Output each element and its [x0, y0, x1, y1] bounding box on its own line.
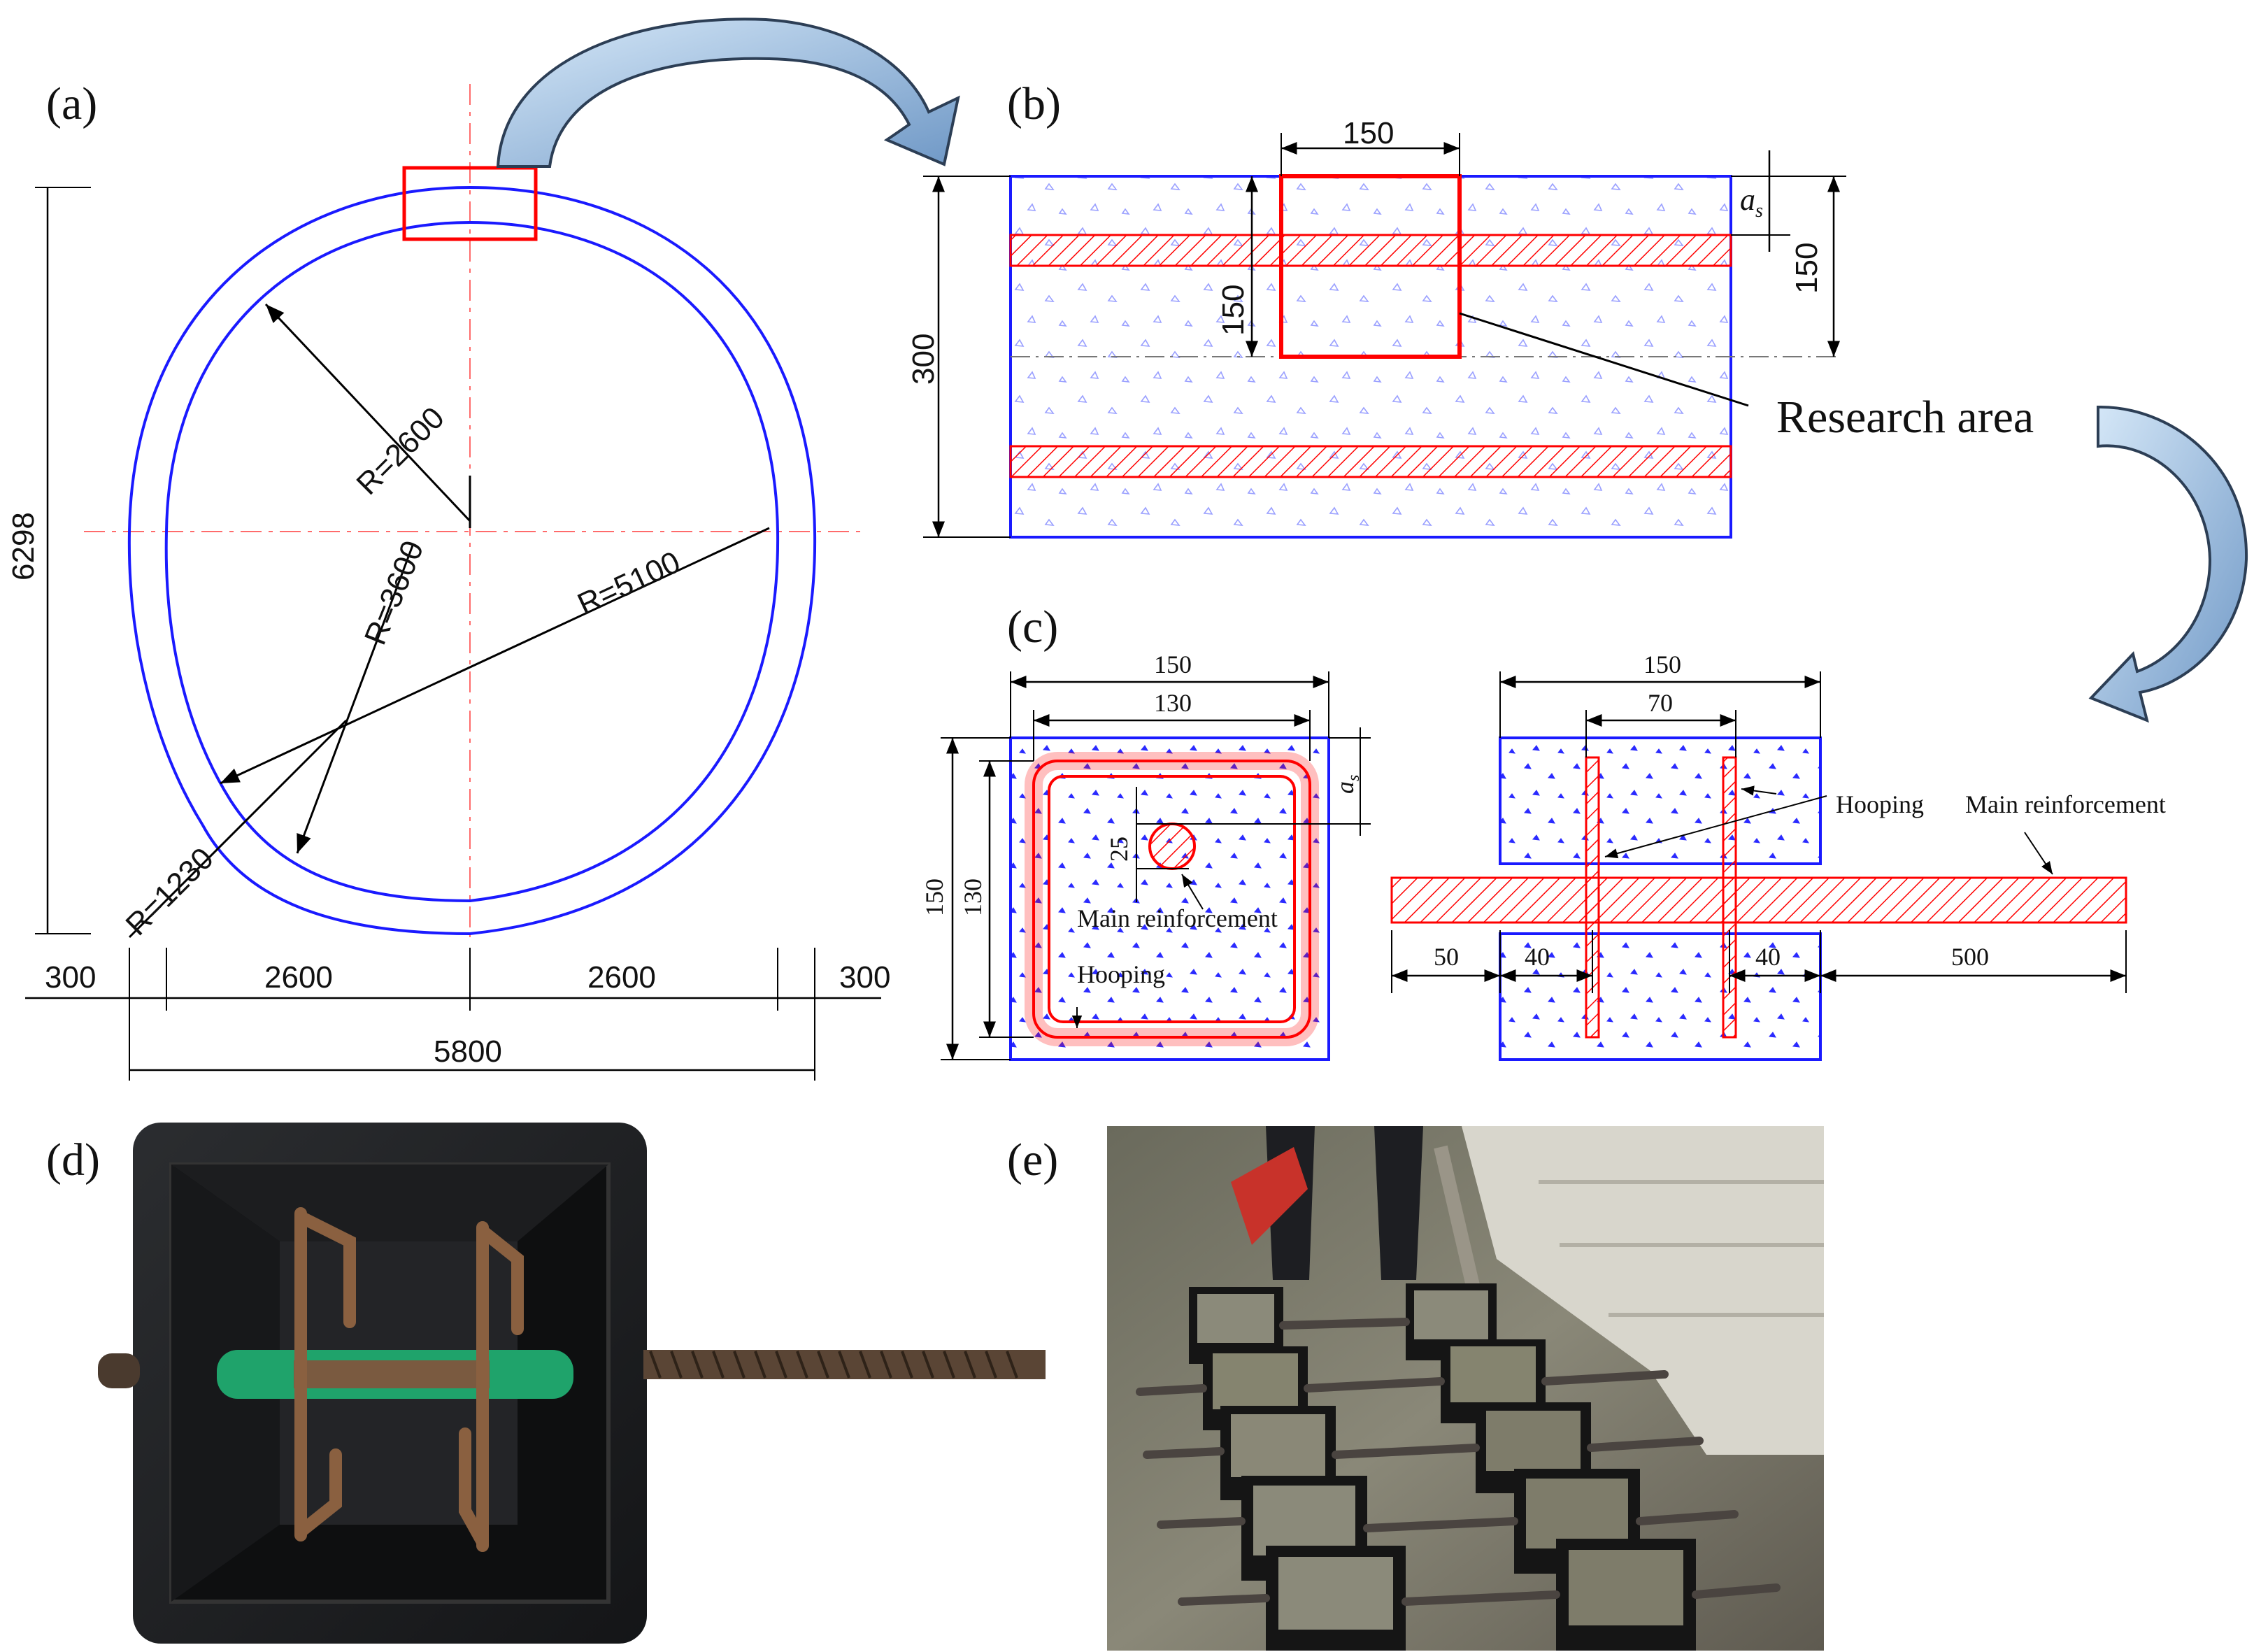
mold-10-fill	[1569, 1550, 1683, 1625]
c-right-gap-label: 40	[1755, 943, 1781, 971]
bottom-reinforcement-band	[1009, 445, 1732, 478]
c-right-main-label: Main reinforcement	[1965, 790, 2166, 818]
c-right-ext-label: 500	[1951, 943, 1989, 971]
c-main-bar-circle	[1148, 823, 1196, 870]
concrete-slabs	[1462, 1126, 1824, 1455]
c-right-width-label: 150	[1643, 650, 1681, 678]
c-left-outer-height-label: 150	[920, 878, 948, 916]
c-bar-dia-label: 25	[1105, 836, 1133, 862]
c-hooping-leader-1	[1741, 785, 1777, 796]
radius-line-2600	[264, 303, 471, 522]
radius-label-3600: R=3600	[358, 536, 431, 649]
c-left-hoop-label: Hooping	[1077, 960, 1165, 988]
c-left-section	[1009, 736, 1330, 1061]
research-area-leader	[1459, 312, 1749, 407]
rebar-ribs	[649, 1351, 1018, 1379]
c-right-main-bar	[1390, 876, 2127, 924]
mold-4-fill	[1450, 1346, 1536, 1402]
c-left-gap-label: 40	[1525, 943, 1550, 971]
protruding-rebars	[1136, 1318, 1781, 1606]
mold-5-fill	[1231, 1414, 1325, 1477]
c-right-top-block	[1499, 736, 1822, 865]
mold-6-fill	[1486, 1411, 1581, 1471]
total-width-label: 5800	[434, 1034, 502, 1069]
panel-e: (e)	[1007, 1126, 1824, 1651]
mold-grid	[1189, 1283, 1696, 1651]
c-right-bottom-block	[1499, 932, 1822, 1061]
mold-2-fill	[1414, 1290, 1488, 1339]
c-right-hoop-right	[1722, 756, 1737, 1039]
hoop-bar-right	[459, 1221, 524, 1552]
panel-a: (a) R=2600 R=3600 R=5100 R=1230 6298 300	[6, 78, 890, 1081]
mold-7-fill	[1253, 1486, 1355, 1555]
radius-line-1230	[128, 719, 348, 939]
mold-9-fill	[1278, 1557, 1393, 1630]
research-area-callout: Research area	[1776, 392, 2034, 443]
c-left-inner-width-label: 130	[1154, 689, 1192, 717]
radius-line-5100	[220, 527, 770, 785]
c-right-hoop-left	[1585, 756, 1600, 1039]
panel-c-label: (c)	[1007, 601, 1058, 653]
curved-arrow-right	[2088, 405, 2248, 723]
c-left-outer-width-label: 150	[1154, 650, 1192, 678]
panel-e-label: (e)	[1007, 1134, 1058, 1185]
c-hooping-leader-2	[1604, 795, 1827, 859]
casting-photo	[1107, 1126, 1824, 1651]
dim-left-offset: 300	[45, 960, 96, 995]
b-inner-height-label: 150	[1216, 285, 1250, 336]
b-top-dim-label: 150	[1343, 116, 1394, 150]
panel-d: (d)	[46, 1123, 1046, 1644]
panel-b: (b) 150 150 300 as 150 Research area	[906, 78, 2034, 539]
rebar-stub-left	[98, 1353, 140, 1388]
curved-arrow-top	[496, 17, 960, 168]
mold-wall-top	[171, 1165, 608, 1241]
radius-line-3600	[296, 545, 414, 854]
radius-label-1230: R=1230	[119, 841, 220, 943]
mold-8-fill	[1526, 1479, 1628, 1548]
tunnel-inner-ring	[164, 220, 780, 903]
c-hoop-spacing-label: 70	[1648, 689, 1673, 717]
c-left-hoop-inner	[1048, 775, 1296, 1023]
research-area-square	[1279, 174, 1462, 359]
mold-photo	[98, 1123, 1046, 1644]
c-main-bar-leader	[1181, 874, 1204, 910]
c-cover-label: as	[1331, 775, 1363, 794]
c-left-ext-label: 50	[1434, 943, 1459, 971]
vibrator-tool	[1231, 1147, 1308, 1245]
c-right-hoop-label: Hooping	[1836, 790, 1924, 818]
panel-a-label: (a)	[46, 78, 97, 129]
dim-left-half: 2600	[264, 960, 333, 995]
c-main-reinf-leader	[2024, 832, 2053, 875]
worker-leg-right	[1374, 1126, 1423, 1280]
mold-1-fill	[1197, 1294, 1274, 1343]
mold-3-fill	[1213, 1353, 1298, 1409]
research-area-box	[402, 166, 538, 241]
c-left-inner-height-label: 130	[959, 878, 987, 916]
c-left-main-label: Main reinforcement	[1077, 904, 1278, 932]
hoop-bar-left	[294, 1207, 356, 1541]
panel-c: (c) 150 130 150 130 25 as Main reinforce…	[920, 601, 2166, 1061]
b-right-height-label: 150	[1790, 243, 1824, 294]
dim-right-offset: 300	[839, 960, 890, 995]
dim-right-half: 2600	[587, 960, 656, 995]
radius-label-5100: R=5100	[573, 545, 686, 622]
c-left-hoop	[1032, 760, 1311, 1039]
height-dim-label: 6298	[6, 512, 41, 581]
tunnel-outer-ring	[127, 185, 817, 936]
panel-d-label: (d)	[46, 1134, 100, 1185]
b-cover-label: as	[1740, 183, 1763, 222]
b-total-height-label: 300	[906, 334, 941, 385]
slab-edges	[1539, 1180, 1824, 1317]
panel-b-label: (b)	[1007, 78, 1061, 129]
top-reinforcement-band	[1009, 234, 1732, 267]
rebar-inside	[294, 1360, 490, 1388]
